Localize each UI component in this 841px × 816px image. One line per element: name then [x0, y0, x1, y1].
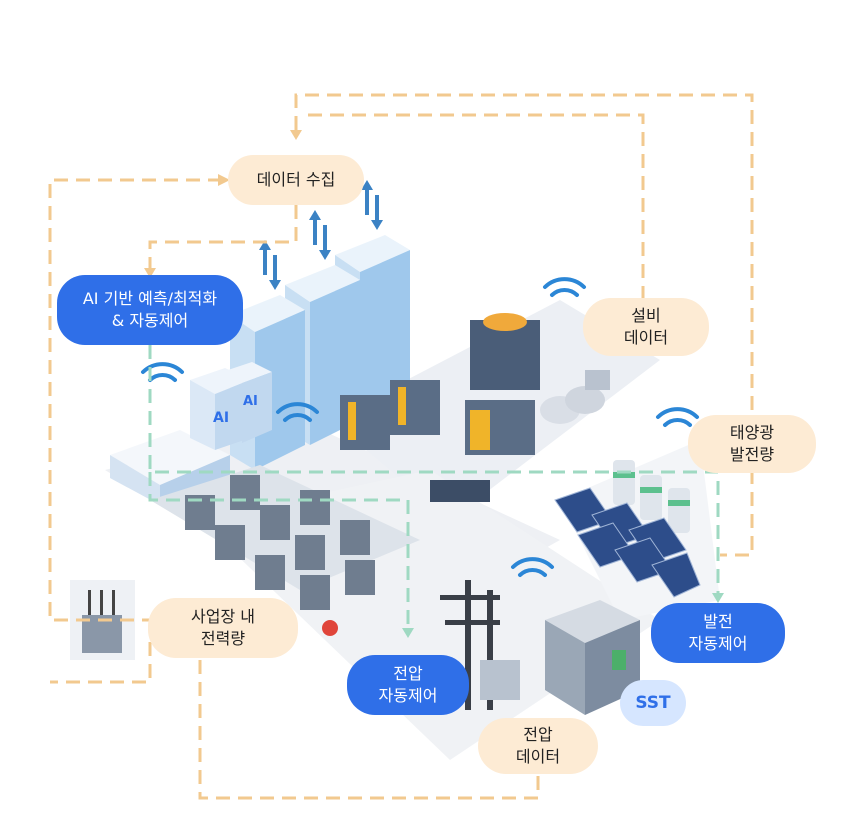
control-flow-lines	[148, 345, 720, 630]
server-ai-label-2: AI	[243, 394, 258, 409]
wifi-icon-servers	[141, 362, 184, 382]
wifi-icon-solar	[656, 407, 699, 427]
ai-server-unit: AI AI	[110, 362, 272, 505]
data-flow-lines	[48, 93, 754, 800]
label-site-power: 사업장 내 전력량	[148, 598, 298, 658]
wifi-icon-factory	[543, 277, 586, 297]
server-ai-label: AI	[213, 410, 229, 426]
utility-pole	[440, 580, 520, 710]
wifi-icon-yard	[276, 402, 319, 422]
arrow-heads	[144, 130, 724, 638]
label-equipment-data: 설비 데이터	[583, 298, 709, 356]
label-voltage-data: 전압 데이터	[478, 718, 598, 774]
label-sst: SST	[620, 680, 686, 726]
label-generation-control: 발전 자동제어	[651, 603, 785, 663]
factory-equipment	[340, 313, 610, 502]
transformer-yard	[150, 465, 420, 636]
solar-panels	[554, 487, 701, 598]
wifi-icon-sst	[511, 557, 554, 577]
wifi-icons	[141, 277, 699, 577]
label-ai-prediction-control: AI 기반 예측/최적화 & 자동제어	[57, 275, 243, 345]
sst-cabinet	[545, 600, 640, 715]
label-solar-generation: 태양광 발전량	[688, 415, 816, 473]
label-voltage-control: 전압 자동제어	[347, 655, 469, 715]
label-data-collection: 데이터 수집	[228, 155, 364, 205]
